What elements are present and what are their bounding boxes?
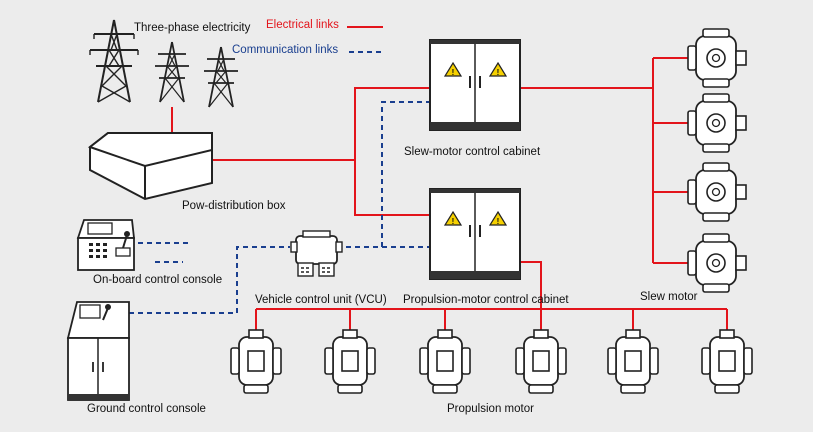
slew-motors [687, 28, 747, 293]
propulsion-motor-6 [701, 329, 753, 394]
ground-console-label: Ground control console [87, 403, 206, 415]
propulsion-cabinet [429, 188, 521, 280]
ground-console [66, 301, 130, 401]
propulsion-motor-2 [324, 329, 376, 394]
electrical-links [171, 57, 728, 333]
slew-motor-1 [687, 28, 747, 88]
distribution-box [87, 132, 213, 201]
slew-motor-4 [687, 233, 747, 293]
propulsion-motor-label: Propulsion motor [447, 403, 534, 415]
onboard-console-label: On-board control console [93, 274, 223, 286]
slew-cabinet-label: Slew-motor control cabinet [404, 146, 541, 158]
slew-motor-label: Slew motor [640, 291, 698, 303]
distribution-box-label: Pow-distribution box [182, 200, 286, 212]
propulsion-motors [230, 329, 753, 394]
vcu-label: Vehicle control unit (VCU) [255, 294, 387, 306]
communication-links [129, 101, 430, 314]
vcu-device [290, 230, 343, 277]
legend-electrical-label: Electrical links [266, 19, 339, 31]
propulsion-motor-3 [419, 329, 471, 394]
slew-motor-3 [687, 162, 747, 222]
three-phase-label: Three-phase electricity [134, 22, 251, 34]
legend-communication-label: Communication links [232, 44, 339, 56]
propulsion-cabinet-label: Propulsion-motor control cabinet [403, 294, 569, 306]
propulsion-motor-4 [515, 329, 567, 394]
slew-motor-2 [687, 93, 747, 153]
propulsion-motor-5 [607, 329, 659, 394]
slew-cabinet [429, 39, 521, 131]
onboard-console [76, 219, 136, 271]
propulsion-motor-1 [230, 329, 282, 394]
